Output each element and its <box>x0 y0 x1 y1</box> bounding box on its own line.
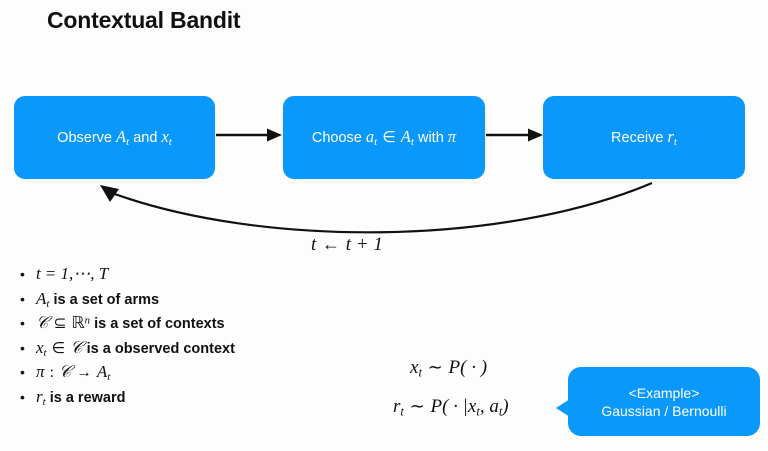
observe-prefix: Observe <box>57 129 112 146</box>
choose-prefix: Choose <box>311 129 362 146</box>
bullet-plain-text: is a observed context <box>86 340 235 357</box>
bullet-math-element-of: ∈ <box>51 339 66 357</box>
flow-box-receive: Receive rt <box>543 96 745 179</box>
list-item: • At is a set of arms <box>20 289 235 314</box>
bullet-dot-icon: • <box>20 290 25 307</box>
observe-var-x: xt <box>161 126 172 149</box>
bullet-math-pi: π <box>36 362 45 381</box>
feedback-loop-arrow-icon <box>80 175 680 245</box>
bullet-dot-icon: • <box>20 266 25 282</box>
bullet-math-calC: 𝒞 <box>58 362 72 381</box>
bullet-math-reals: ℝn <box>71 313 91 332</box>
observe-var-A: At <box>116 126 130 149</box>
bullet-math-subseteq: ⊆ <box>53 315 67 332</box>
choose-var-a: at <box>365 126 378 149</box>
flow-box-choose-label: Choose at ∈ At with π <box>312 127 456 148</box>
arrow-right-icon <box>486 127 543 148</box>
callout-tail-icon <box>556 399 570 417</box>
bullet-dot-icon: • <box>20 339 25 356</box>
arrow-right-icon <box>216 127 282 148</box>
bullet-dot-icon: • <box>20 364 25 380</box>
list-item-label: t = 1,⋯, T <box>36 264 108 284</box>
flow-box-receive-label: Receive rt <box>611 127 677 148</box>
feedback-loop-label: t ← t + 1 <box>311 234 383 255</box>
bullet-math-calC: 𝒞 <box>36 313 49 332</box>
choose-conjunction: with <box>417 129 444 146</box>
flow-box-observe: Observe At and xt <box>14 96 215 179</box>
bullet-math-calC: 𝒞 <box>70 337 83 357</box>
callout-line-1: <Example> <box>628 384 700 401</box>
bullet-math-var-A: At <box>96 362 111 384</box>
list-item: • rt is a reward <box>20 387 235 412</box>
receive-var-r: rt <box>667 126 677 149</box>
example-callout: <Example> Gaussian / Bernoulli <box>568 367 760 436</box>
bullet-math-var: rt <box>36 386 46 408</box>
list-item-label: rt is a reward <box>36 387 125 408</box>
list-item: • π : 𝒞 → At <box>20 362 235 387</box>
bullet-math-var: At <box>36 288 50 310</box>
definition-list: • t = 1,⋯, T • At is a set of arms • 𝒞 ⊆… <box>20 264 235 411</box>
choose-var-pi: π <box>447 126 457 146</box>
list-item: • xt ∈ 𝒞 is a observed context <box>20 338 235 363</box>
bullet-dot-icon: • <box>20 388 25 405</box>
equation-reward-distribution: rt ∼ P( · |xt, at) <box>393 396 509 419</box>
list-item-label: At is a set of arms <box>36 289 159 310</box>
receive-prefix: Receive <box>611 129 664 146</box>
callout-line-2: Gaussian / Bernoulli <box>601 402 727 419</box>
bullet-plain-text: is a set of arms <box>53 291 160 308</box>
choose-element-of-symbol: ∈ <box>382 128 396 146</box>
flow-box-choose: Choose at ∈ At with π <box>283 96 485 179</box>
list-item-label: xt ∈ 𝒞 is a observed context <box>36 338 235 359</box>
list-item-label: π : 𝒞 → At <box>36 362 110 383</box>
page-title: Contextual Bandit <box>47 7 241 33</box>
observe-conjunction: and <box>133 129 158 146</box>
bullet-plain-text: is a reward <box>49 389 126 406</box>
choose-var-A: At <box>400 126 414 149</box>
bullet-dot-icon: • <box>20 315 25 331</box>
bullet-math-var: t <box>36 264 41 283</box>
bullet-math-rest: = 1,⋯, T <box>44 264 109 283</box>
bullet-plain-text: is a set of contexts <box>94 316 225 332</box>
bullet-math-maps-to: → <box>76 364 92 381</box>
equation-context-distribution: xt ∼ P( · ) <box>410 357 488 380</box>
bullet-math-colon: : <box>49 364 54 381</box>
bullet-math-var: xt <box>36 337 47 359</box>
list-item: • 𝒞 ⊆ ℝn is a set of contexts <box>20 313 235 338</box>
list-item: • t = 1,⋯, T <box>20 264 235 289</box>
list-item-label: 𝒞 ⊆ ℝn is a set of contexts <box>36 313 225 333</box>
flow-box-observe-label: Observe At and xt <box>57 127 172 148</box>
